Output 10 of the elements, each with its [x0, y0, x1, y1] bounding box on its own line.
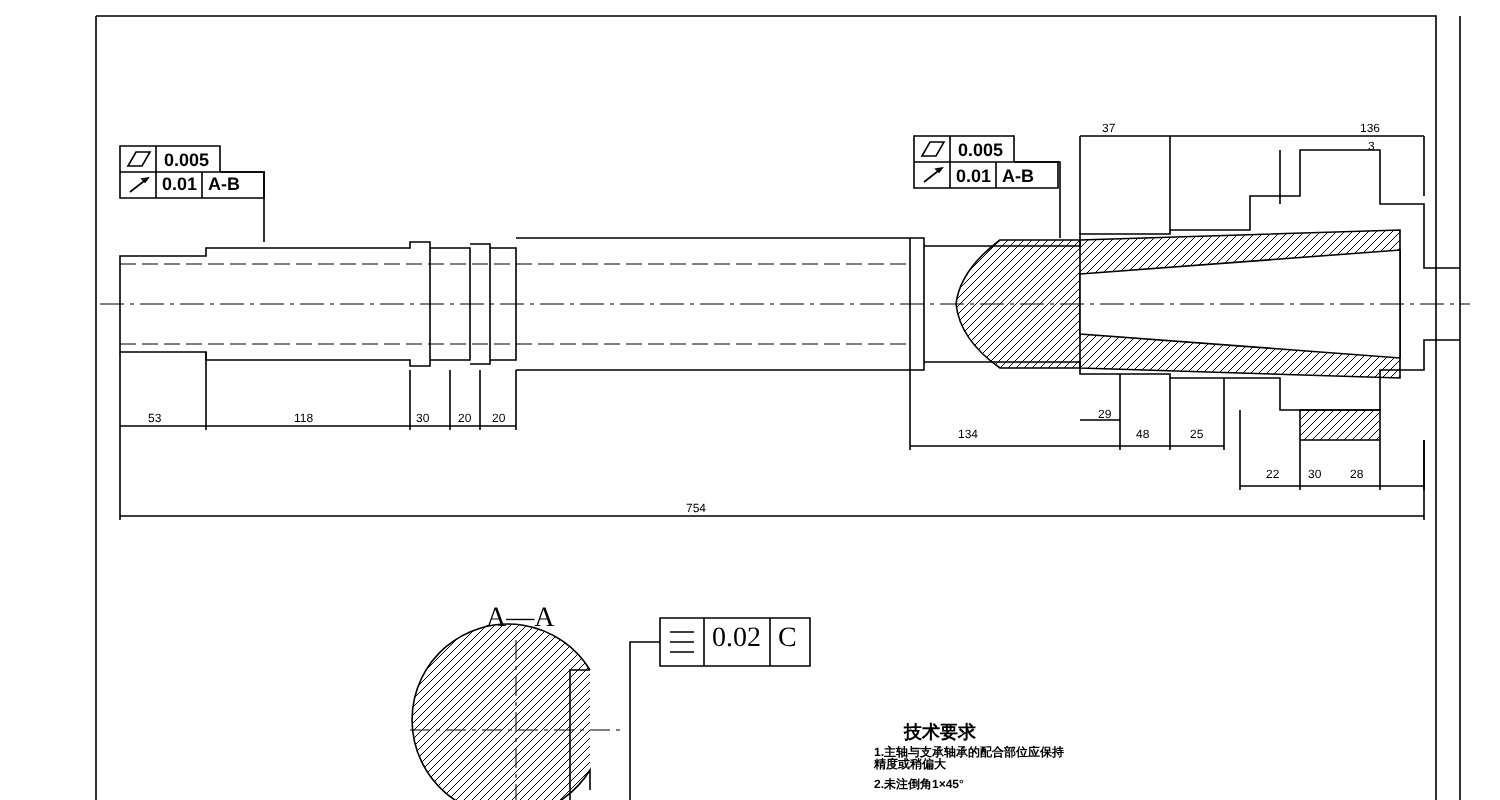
datum-reference: A-B — [1002, 168, 1034, 186]
tolerance-value: 0.02 — [712, 626, 761, 654]
notes-heading: 技术要求 — [904, 724, 976, 742]
tolerance-value: 0.01 — [162, 176, 198, 194]
datum-reference: C — [778, 626, 797, 654]
tolerance-value: 0.01 — [956, 168, 992, 186]
tolerance-value: 0.005 — [958, 142, 1004, 160]
datum-reference: A-B — [208, 176, 240, 194]
section-label: A—A — [486, 606, 555, 634]
tolerance-value: 0.005 — [164, 152, 210, 170]
